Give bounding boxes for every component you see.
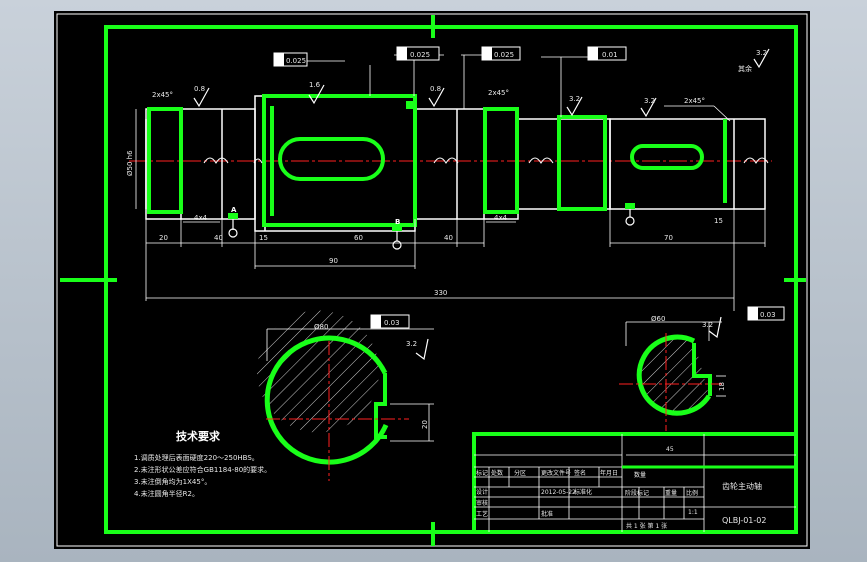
- drawing-canvas: 2x45° 2x45° 2x45° 20 4x4 40 15 60 40 4x4…: [54, 11, 810, 549]
- dim-key-b: 18: [718, 382, 726, 391]
- tb-part-code: QLBJ-01-02: [722, 516, 766, 525]
- ra-1: 0.8: [194, 85, 205, 93]
- datum-b: B: [395, 218, 400, 226]
- datum-b-marker: [392, 225, 402, 231]
- dim-15: 15: [259, 234, 268, 242]
- ra-rest: 其余: [738, 64, 752, 73]
- roughness-symbols: [193, 48, 770, 361]
- tolerance-frames: [273, 46, 785, 329]
- tol-2: 0.025: [410, 51, 430, 59]
- dim-20: 20: [159, 234, 168, 242]
- tb-sheets: 共 1 张 第 1 张: [626, 522, 667, 530]
- ra-5: 3.2: [644, 97, 655, 105]
- note-4: 4.未注圆角半径R2。: [134, 489, 199, 498]
- technical-notes: 技术要求 1.调质处理后表面硬度220～250HBS。 2.未注形状公差应符合G…: [134, 429, 271, 498]
- tb-craft: 工艺: [476, 510, 488, 518]
- ra-3: 0.8: [430, 85, 441, 93]
- notes-title: 技术要求: [176, 429, 221, 443]
- dim-90: 90: [329, 257, 338, 265]
- dimension-text: 2x45° 2x45° 2x45° 20 4x4 40 15 60 40 4x4…: [126, 89, 726, 429]
- datum-a-marker: [228, 213, 238, 219]
- tb-scale: 1:1: [688, 509, 698, 516]
- ra-6: 3.2: [756, 49, 767, 57]
- ra-7: 3.2: [406, 340, 417, 348]
- datum-a: A: [231, 206, 237, 214]
- dim-4x4b: 4x4: [494, 214, 508, 222]
- section-b: [619, 321, 726, 431]
- datum-c-marker: [625, 203, 635, 209]
- note-3: 3.未注倒角均为1X45°。: [134, 477, 211, 486]
- tb-std: 标准化: [574, 488, 592, 496]
- tolerance-text: 0.025 0.025 0.025 0.01 0.03 0.03: [286, 51, 776, 327]
- note-1: 1.调质处理后表面硬度220～250HBS。: [134, 453, 259, 462]
- ra-2: 1.6: [309, 81, 321, 89]
- note-2: 2.未注形状公差应符合GB1184-80的要求。: [134, 465, 271, 474]
- dim-40b: 40: [444, 234, 453, 242]
- tol-4: 0.01: [602, 51, 618, 59]
- tb-material: 45: [666, 446, 674, 453]
- dimension-lines: [135, 54, 766, 311]
- title-block: [472, 432, 798, 534]
- tb-weight: 重量: [665, 489, 677, 497]
- tol-5: 0.03: [384, 319, 400, 327]
- dim-section-a: Ø80: [314, 323, 328, 331]
- dim-60: 60: [354, 234, 363, 242]
- ra-8: 3.2: [702, 321, 713, 329]
- dim-key-a: 20: [421, 420, 429, 429]
- tb-part-name: 齿轮主动轴: [722, 481, 762, 491]
- tb-check: 审核: [476, 499, 488, 507]
- chamfer-label-1: 2x45°: [152, 91, 173, 99]
- section-a: [257, 310, 434, 481]
- dim-diameter: Ø50 h6: [126, 150, 134, 176]
- title-block-text: 45 标记 处数 分区 更改文件号 签名 年月日 设计 2012-05-22 标…: [476, 446, 766, 530]
- dim-40: 40: [214, 234, 223, 242]
- tb-count: 处数: [491, 469, 503, 477]
- weld-note-marker: [406, 101, 414, 109]
- dim-70: 70: [664, 234, 673, 242]
- tb-doc: 更改文件号: [541, 469, 571, 477]
- dim-section-b: Ø60: [651, 315, 665, 323]
- cad-drawing: 2x45° 2x45° 2x45° 20 4x4 40 15 60 40 4x4…: [56, 13, 808, 547]
- roughness-text: 0.8 1.6 0.8 3.2 3.2 3.2 其余 3.2 3.2: [194, 49, 767, 348]
- tb-sign: 签名: [574, 469, 586, 477]
- tb-marks: 标记: [476, 469, 488, 477]
- tol-1: 0.025: [286, 57, 306, 65]
- dim-4x4: 4x4: [194, 214, 208, 222]
- tb-qty: 数量: [634, 471, 646, 479]
- tb-date-val: 2012-05-22: [541, 489, 576, 496]
- tb-date: 年月日: [600, 469, 618, 477]
- tb-approve: 批准: [541, 510, 553, 518]
- dim-15b: 15: [714, 217, 723, 225]
- tb-design: 设计: [476, 488, 488, 496]
- tb-scale-label: 比例: [686, 489, 698, 497]
- datum-text: A B: [231, 206, 400, 226]
- shaft-main-view: [129, 94, 772, 250]
- chamfer-label-2: 2x45°: [488, 89, 509, 97]
- tb-stage: 阶段标记: [625, 489, 649, 497]
- tb-zone: 分区: [514, 469, 526, 477]
- dim-330: 330: [434, 289, 447, 297]
- ra-4: 3.2: [569, 95, 580, 103]
- tol-6: 0.03: [760, 311, 776, 319]
- tol-3: 0.025: [494, 51, 514, 59]
- chamfer-label-3: 2x45°: [684, 97, 705, 105]
